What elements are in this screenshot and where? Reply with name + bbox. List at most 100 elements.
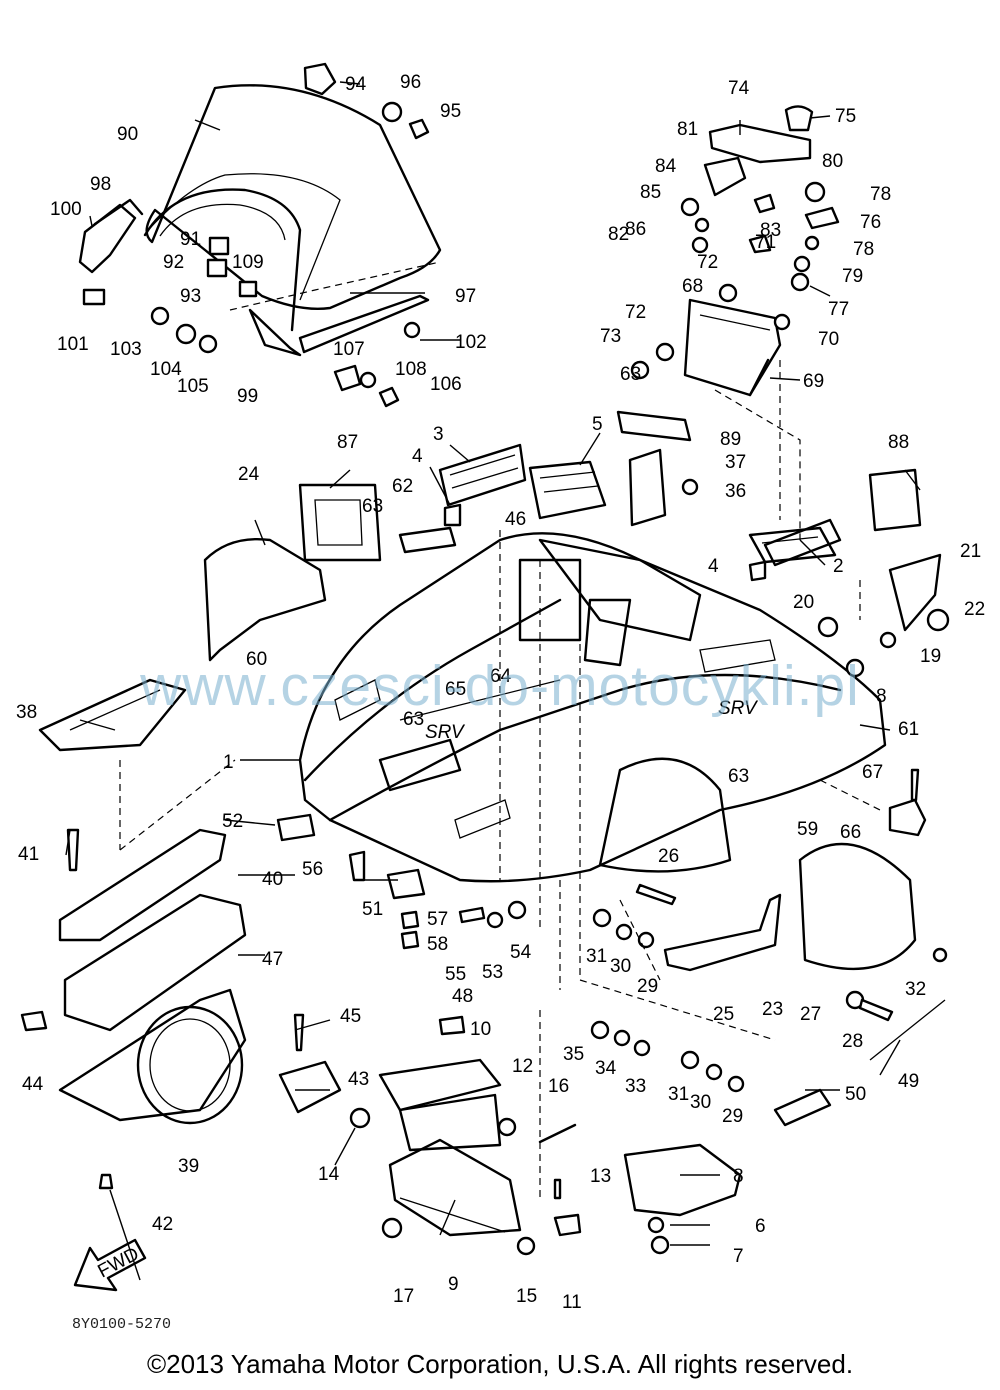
callout-101: 101	[57, 334, 89, 355]
callout-30a: 30	[610, 956, 631, 977]
callout-47: 47	[262, 949, 283, 970]
callout-numbers: 1 2 3 4 4 5 6 7 8 8 9 10 11 12 13 14 15 …	[16, 72, 985, 1313]
callout-104: 104	[150, 359, 182, 380]
callout-leaders	[65, 81, 921, 1281]
callout-92: 92	[163, 252, 184, 273]
callout-21: 21	[960, 541, 981, 562]
callout-50: 50	[845, 1084, 866, 1105]
console-assembly	[630, 105, 840, 397]
callout-41: 41	[18, 844, 39, 865]
callout-83: 83	[760, 220, 781, 241]
callout-12: 12	[512, 1056, 533, 1077]
callout-36: 36	[725, 481, 746, 502]
callout-15: 15	[516, 1286, 537, 1307]
callout-33: 33	[625, 1076, 646, 1097]
callout-37: 37	[725, 452, 746, 473]
callout-49: 49	[898, 1071, 919, 1092]
callout-78b: 78	[853, 239, 874, 260]
callout-52: 52	[222, 811, 243, 832]
hood-left-parts	[20, 483, 426, 1190]
callout-29a: 29	[637, 976, 658, 997]
callout-61: 61	[898, 719, 919, 740]
callout-7: 7	[733, 1246, 744, 1267]
callout-108: 108	[395, 359, 427, 380]
callout-74: 74	[728, 78, 750, 99]
callout-19: 19	[920, 646, 941, 667]
callout-38: 38	[16, 702, 37, 723]
reference-lines	[119, 261, 881, 1200]
callout-105: 105	[177, 376, 209, 397]
callout-89: 89	[720, 429, 741, 450]
callout-63c: 63	[728, 766, 749, 787]
windshield-assembly	[78, 62, 442, 408]
callout-16: 16	[548, 1076, 569, 1097]
callout-64: 64	[490, 666, 512, 687]
callout-4b: 4	[708, 556, 719, 577]
callout-97: 97	[455, 286, 476, 307]
callout-63b: 63	[403, 709, 424, 730]
callout-44: 44	[22, 1074, 44, 1095]
callout-14: 14	[318, 1164, 340, 1185]
callout-70: 70	[818, 329, 839, 350]
callout-57: 57	[427, 909, 448, 930]
callout-78a: 78	[870, 184, 891, 205]
callout-27: 27	[800, 1004, 821, 1025]
callout-86: 86	[625, 219, 646, 240]
callout-76: 76	[860, 212, 881, 233]
callout-42: 42	[152, 1214, 173, 1235]
callout-65: 65	[445, 679, 466, 700]
callout-63a: 63	[362, 496, 383, 517]
callout-91: 91	[180, 229, 201, 250]
callout-46: 46	[505, 509, 526, 530]
callout-102: 102	[455, 332, 487, 353]
callout-8b: 8	[876, 686, 887, 707]
callout-43: 43	[348, 1069, 369, 1090]
callout-66: 66	[840, 822, 861, 843]
callout-10: 10	[470, 1019, 491, 1040]
upper-center-parts	[398, 410, 842, 582]
drawing-code: 8Y0100-5270	[72, 1316, 172, 1333]
callout-93: 93	[180, 286, 201, 307]
srv-decal-left: SRV	[425, 722, 466, 743]
callout-25: 25	[713, 1004, 734, 1025]
callout-48: 48	[452, 986, 473, 1007]
callout-4a: 4	[412, 446, 423, 467]
callout-98: 98	[90, 174, 111, 195]
callout-100: 100	[50, 199, 82, 220]
callout-40: 40	[262, 869, 283, 890]
callout-28: 28	[842, 1031, 863, 1052]
callout-85: 85	[640, 182, 661, 203]
callout-51: 51	[362, 899, 383, 920]
callout-106: 106	[430, 374, 462, 395]
callout-73: 73	[600, 326, 621, 347]
callout-109: 109	[232, 252, 264, 273]
callout-71: 71	[755, 232, 776, 253]
callout-87: 87	[337, 432, 358, 453]
callout-60: 60	[246, 649, 267, 670]
callout-26: 26	[658, 846, 679, 867]
callout-69: 69	[803, 371, 824, 392]
callout-103: 103	[110, 339, 142, 360]
callout-30b: 30	[690, 1092, 711, 1113]
callout-107: 107	[333, 339, 365, 360]
callout-68: 68	[682, 276, 703, 297]
callout-72a: 72	[697, 252, 718, 273]
callout-88: 88	[888, 432, 909, 453]
callout-24: 24	[238, 464, 260, 485]
callout-67: 67	[862, 762, 883, 783]
callout-59: 59	[797, 819, 818, 840]
callout-39: 39	[178, 1156, 199, 1177]
callout-72b: 72	[625, 302, 646, 323]
callout-75: 75	[835, 106, 856, 127]
callout-1: 1	[223, 752, 234, 773]
callout-17: 17	[393, 1286, 414, 1307]
callout-45: 45	[340, 1006, 361, 1027]
callout-31a: 31	[586, 946, 607, 967]
callout-53: 53	[482, 962, 503, 983]
callout-31b: 31	[668, 1084, 689, 1105]
callout-6: 6	[755, 1216, 766, 1237]
callout-81: 81	[677, 119, 698, 140]
callout-56: 56	[302, 859, 323, 880]
callout-13: 13	[590, 1166, 611, 1187]
